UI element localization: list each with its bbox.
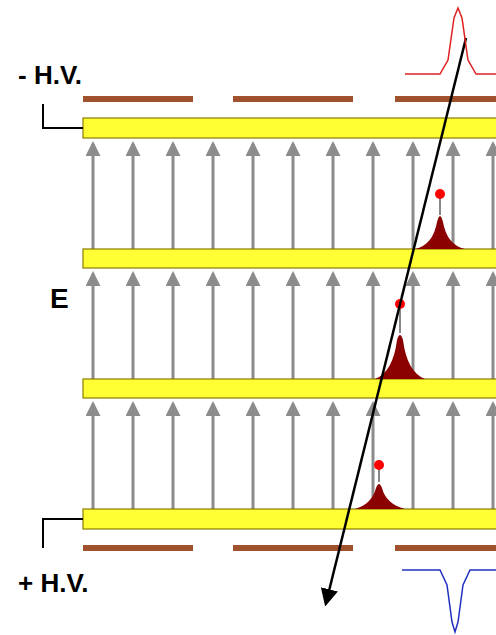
field-arrow [412,144,415,249]
field-arrow [492,144,495,249]
field-arrow [132,274,135,379]
field-arrow [452,404,455,509]
field-arrow [252,404,255,509]
field-arrows [93,144,493,509]
field-arrow [492,274,495,379]
field-arrow [292,404,295,509]
field-arrow [452,144,455,249]
field-arrow [292,144,295,249]
field-arrow [332,404,335,509]
field-arrow [132,404,135,509]
field-arrow [212,274,215,379]
field-arrow [412,274,415,379]
field-arrow [172,274,175,379]
hv-label: - H.V. [18,62,82,88]
field-arrow [92,274,95,379]
negative-signal [402,570,496,632]
field-arrow [372,144,375,249]
field-arrow [172,144,175,249]
field-arrow [492,404,495,509]
particle-track [326,38,466,603]
positive-signal [405,8,496,74]
electrons [374,189,445,470]
hv-label: + H.V. [18,570,89,596]
field-arrow [172,404,175,509]
drift-stems [379,197,440,482]
resistive-plates [83,118,496,529]
field-arrow [452,274,455,379]
hv-wires [43,104,83,548]
field-arrow [252,144,255,249]
field-arrow [212,144,215,249]
field-arrow [92,404,95,509]
field-arrow [212,404,215,509]
field-arrow [92,144,95,249]
field-arrow [132,144,135,249]
field-arrow [332,144,335,249]
field-label: E [50,285,69,313]
field-arrow [412,404,415,509]
field-arrow [372,274,375,379]
field-arrow [252,274,255,379]
field-arrow [332,274,335,379]
field-arrow [292,274,295,379]
